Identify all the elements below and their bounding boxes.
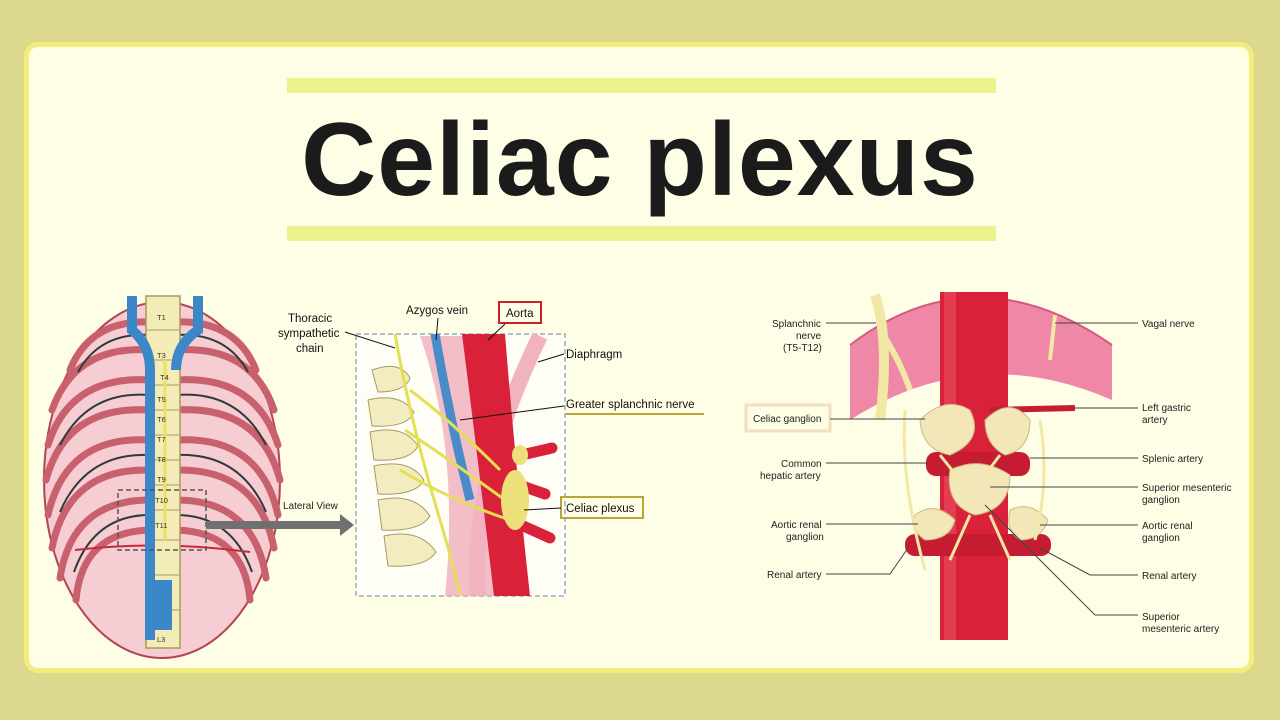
vertebra-label: T9	[157, 475, 166, 484]
aortic-renal-right-label-1: Aortic renal	[1142, 521, 1193, 532]
sup-mes-artery-label-2: mesenteric artery	[1142, 624, 1219, 635]
splanchnic-label-1: Splanchnic	[772, 319, 821, 330]
vertebra-label: T5	[157, 395, 166, 404]
thoracic-chain-label-1: Thoracic	[288, 313, 332, 325]
splanchnic-label-3: (T5-T12)	[783, 343, 822, 354]
splanchnic-nerve-label: Greater splanchnic nerve	[566, 399, 694, 411]
aorta-label: Aorta	[506, 308, 534, 320]
left-gastric-label-2: artery	[1142, 415, 1168, 426]
vertebra-label: T3	[157, 351, 166, 360]
aortic-renal-left-label-1: Aortic renal	[771, 520, 822, 531]
vertebra-label: T8	[157, 455, 166, 464]
celiac-plexus-label-box	[560, 496, 644, 519]
vertebra-label: L3	[157, 635, 165, 644]
left-gastric-label-1: Left gastric	[1142, 403, 1191, 414]
splenic-artery-label: Splenic artery	[1142, 454, 1203, 465]
splanchnic-label-2: nerve	[796, 331, 821, 342]
celiac-ganglion-label-box	[744, 403, 832, 433]
vertebra-label: T7	[157, 435, 166, 444]
lateral-view	[355, 332, 566, 597]
sup-mes-ganglion-label-1: Superior mesenteric	[1142, 483, 1231, 494]
sup-mes-artery-label-1: Superior	[1142, 612, 1180, 623]
vertebra-label: T11	[155, 521, 167, 530]
sup-mes-ganglion-label-2: ganglion	[1142, 495, 1180, 506]
thoracic-chain-label-3: chain	[296, 343, 324, 355]
lateral-view-label: Lateral View	[283, 501, 339, 512]
anterior-view	[849, 292, 1113, 640]
diaphragm-label: Diaphragm	[566, 349, 622, 361]
title-band-top	[287, 78, 996, 93]
celiac-plexus-label: Celiac plexus	[566, 503, 635, 515]
vagal-nerve-label: Vagal nerve	[1142, 319, 1195, 330]
azygos-vein-label: Azygos vein	[406, 305, 468, 317]
rib-cage: T1 T3 T4 T5 T6 T7 T8 T9 T10 T11 L3	[42, 295, 284, 659]
vertebra-label: T10	[155, 496, 168, 505]
aortic-renal-right-label-2: ganglion	[1142, 533, 1180, 544]
lateral-view-arrow: Lateral View	[206, 501, 354, 536]
page-title: Celiac plexus	[301, 102, 979, 218]
thoracic-chain-label-2: sympathetic	[278, 328, 340, 340]
common-hepatic-label-1: Common	[781, 459, 822, 470]
vertebra-label: T4	[160, 373, 169, 382]
renal-artery-right-label: Renal artery	[1142, 571, 1196, 582]
aorta-label-box	[498, 301, 542, 324]
title-band-bottom	[287, 226, 996, 241]
common-hepatic-label-2: hepatic artery	[760, 471, 821, 482]
vertebra-label: T1	[157, 313, 166, 322]
aortic-renal-left-label-2: ganglion	[786, 532, 824, 543]
vertebra-label: T6	[157, 415, 166, 424]
celiac-ganglion-label: Celiac ganglion	[753, 414, 821, 425]
renal-artery-left-label: Renal artery	[767, 570, 821, 581]
